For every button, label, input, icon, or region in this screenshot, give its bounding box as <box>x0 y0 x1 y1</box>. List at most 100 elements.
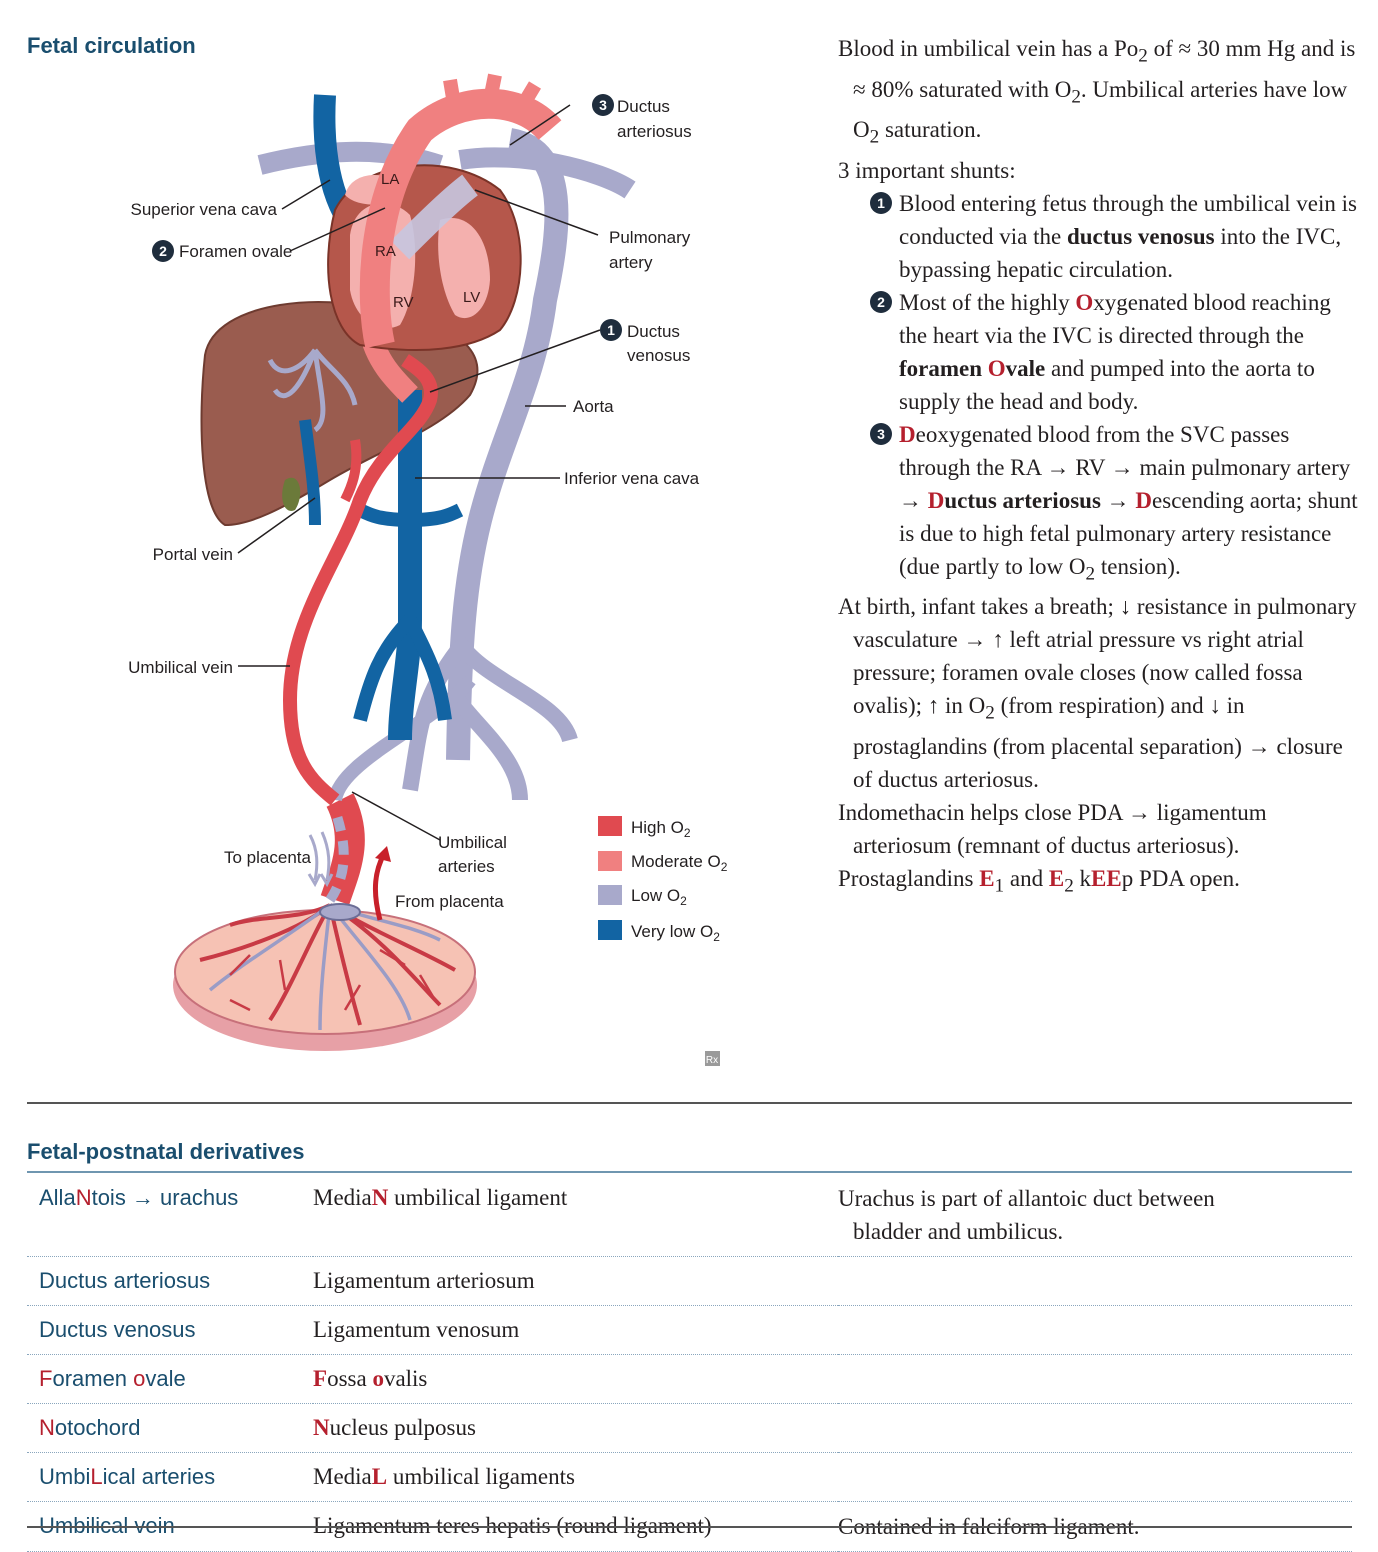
badge-2 <box>152 240 174 262</box>
label-pulmonary-artery-2: artery <box>609 253 653 272</box>
label-from-placenta: From placenta <box>395 892 504 911</box>
shunt-3-badge: 3 <box>870 422 892 445</box>
rx-icon <box>705 1051 720 1066</box>
fetal-structure: UmbiLical arteries <box>27 1452 313 1502</box>
label-aorta: Aorta <box>573 397 614 416</box>
svg-text:Very low O2: Very low O2 <box>631 922 720 944</box>
inferior-vena-cava <box>388 390 422 741</box>
fetal-structure: Notochord <box>27 1403 313 1453</box>
table-row: UmbiLical arteries MediaL umbilical liga… <box>27 1452 1352 1502</box>
label-ra: RA <box>375 243 396 260</box>
derivative-note <box>838 1403 1352 1453</box>
label-foramen-ovale: Foramen ovale <box>179 242 292 261</box>
legend-swatch-very-low <box>598 920 622 940</box>
note-shunts-heading: 3 important shunts: <box>838 157 1016 183</box>
derivative-note <box>838 1354 1352 1404</box>
table-row: Foramen ovale Fossa ovalis <box>27 1354 1352 1404</box>
badge-3 <box>592 94 614 116</box>
svg-text:Low O2: Low O2 <box>631 886 687 908</box>
table-row: Ductus venosus Ligamentum venosum <box>27 1305 1352 1355</box>
umbilical-cord <box>319 793 365 921</box>
heart <box>327 164 522 351</box>
table-top-rule <box>27 1171 1352 1173</box>
fetal-structure: AllaNtois → urachus <box>27 1174 313 1257</box>
label-ductus-venosus-2: venosus <box>627 346 690 365</box>
legend-sub-high: 2 <box>684 826 691 840</box>
label-la: LA <box>381 171 399 188</box>
umbilical-vein <box>282 354 438 806</box>
legend-swatch-high <box>598 816 622 836</box>
svg-text:Moderate O2: Moderate O2 <box>631 852 728 874</box>
aortic-arch <box>359 88 562 349</box>
badge-2-text: 2 <box>159 243 167 259</box>
legend-swatch-moderate <box>598 851 622 871</box>
derivative-note <box>838 1305 1352 1355</box>
legend: High O2 Moderate O2 Low O2 Very low O2 <box>598 816 728 944</box>
legend-sub-very-low: 2 <box>713 930 720 944</box>
portal-vein <box>299 419 321 526</box>
legend-label-high: High O <box>631 818 684 837</box>
from-placenta-arrow <box>373 850 388 921</box>
legend-label-moderate: Moderate O <box>631 852 721 871</box>
legend-swatch-low <box>598 885 622 905</box>
table-row: Ductus arteriosus Ligamentum arteriosum <box>27 1256 1352 1306</box>
fetal-structure: Ductus arteriosus <box>27 1256 313 1306</box>
postnatal-derivative: MediaN umbilical ligament <box>313 1174 838 1257</box>
postnatal-derivative: MediaL umbilical ligaments <box>313 1452 838 1502</box>
legend-label-very-low: Very low O <box>631 922 713 941</box>
label-ductus-venosus-1: Ductus <box>627 322 680 341</box>
derivative-note: Urachus is part of allantoic duct betwee… <box>838 1174 1352 1257</box>
postnatal-derivative: Ligamentum venosum <box>313 1305 838 1355</box>
label-portal-vein: Portal vein <box>153 545 233 564</box>
fetal-structure: Ductus venosus <box>27 1305 313 1355</box>
fetal-circulation-diagram: Superior vena cava 2 Foramen ovale LA RA… <box>128 73 728 1066</box>
label-umbilical-vein: Umbilical vein <box>128 658 233 677</box>
table-row: AllaNtois → urachus MediaN umbilical lig… <box>27 1174 1352 1257</box>
gallbladder <box>282 477 301 511</box>
label-inferior-vena-cava: Inferior vena cava <box>564 469 700 488</box>
derivatives-table: AllaNtois → urachus MediaN umbilical lig… <box>27 1174 1352 1552</box>
label-ductus-arteriosus-1: Ductus <box>617 97 670 116</box>
label-rv: RV <box>393 294 414 311</box>
svg-text:High O2: High O2 <box>631 818 691 840</box>
label-ductus-arteriosus-2: arteriosus <box>617 122 692 141</box>
legend-sub-moderate: 2 <box>721 860 728 874</box>
label-superior-vena-cava: Superior vena cava <box>131 200 278 219</box>
shunt-2-badge: 2 <box>870 290 892 313</box>
notes-panel: Blood in umbilical vein has a Po2 of ≈ 3… <box>838 32 1358 903</box>
label-umbilical-arteries-1: Umbilical <box>438 833 507 852</box>
badge-1 <box>600 319 622 341</box>
legend-sub-low: 2 <box>680 894 687 908</box>
rx-icon-text: Rx <box>706 1055 718 1066</box>
to-placenta-arrow <box>308 831 331 881</box>
fetal-structure: Foramen ovale <box>27 1354 313 1404</box>
legend-label-low: Low O <box>631 886 680 905</box>
section-title-derivatives: Fetal-postnatal derivatives <box>27 1139 305 1164</box>
label-lv: LV <box>463 289 480 306</box>
postnatal-derivative: Ligamentum arteriosum <box>313 1256 838 1306</box>
table-row: Notochord Nucleus pulposus <box>27 1403 1352 1453</box>
postnatal-derivative: Fossa ovalis <box>313 1354 838 1404</box>
note-indomethacin: Indomethacin helps close PDA → ligamentu… <box>838 799 1267 858</box>
badge-3-text: 3 <box>599 97 607 113</box>
derivative-note <box>838 1452 1352 1502</box>
section-divider <box>27 1102 1352 1104</box>
postnatal-derivative: Nucleus pulposus <box>313 1403 838 1453</box>
hepatic-vessels <box>267 348 358 433</box>
note-at-birth: At birth, infant takes a breath; ↓ resis… <box>838 594 1357 792</box>
note-prostaglandins: Prostaglandins E1 and E2 kEEp PDA open. <box>838 865 1240 897</box>
table-bottom-rule <box>27 1526 1352 1528</box>
section-title-fetal-circulation: Fetal circulation <box>27 33 196 58</box>
derivative-note <box>838 1256 1352 1306</box>
placenta <box>173 903 477 1051</box>
note-umbilical-vein-oxygen: Blood in umbilical vein has a Po2 of ≈ 3… <box>838 36 1356 148</box>
label-pulmonary-artery-1: Pulmonary <box>609 228 691 247</box>
label-umbilical-arteries-2: arteries <box>438 857 495 876</box>
shunt-1-badge: 1 <box>870 191 892 214</box>
descending-aorta <box>446 128 569 761</box>
badge-1-text: 1 <box>607 322 615 338</box>
label-to-placenta: To placenta <box>224 848 311 867</box>
